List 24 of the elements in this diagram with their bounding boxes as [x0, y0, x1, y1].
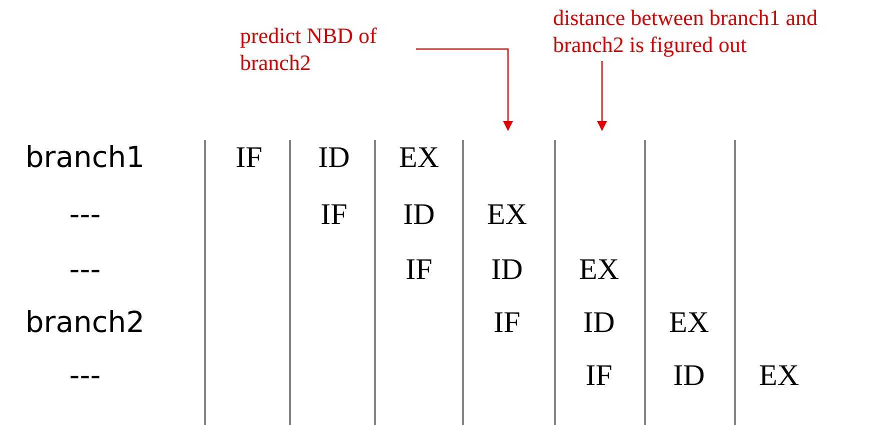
- annotation-text: distance between branch1 and branch2 is figured out: [553, 4, 873, 58]
- pipeline-stage: IF: [320, 198, 348, 232]
- pipeline-stage: IF: [492, 306, 522, 340]
- instruction-label: branch2: [24, 305, 146, 339]
- pipeline-stage: EX: [668, 306, 710, 340]
- pipeline-stage: EX: [398, 141, 440, 175]
- instruction-label: ---: [68, 358, 102, 392]
- pipeline-stage: IF: [584, 359, 614, 393]
- pipeline-stage: IF: [234, 141, 264, 175]
- annotation-text: predict NBD of branch2: [240, 22, 410, 76]
- instruction-label: ---: [68, 197, 102, 231]
- instruction-label: ---: [68, 252, 102, 286]
- pipeline-stage: EX: [486, 198, 528, 232]
- leader-arrow: [416, 48, 513, 131]
- pipeline-stage: ID: [672, 359, 706, 393]
- pipeline-stage: ID: [317, 141, 351, 175]
- pipeline-stage: EX: [578, 253, 620, 287]
- pipeline-stage: EX: [758, 359, 800, 393]
- pipeline-stage: ID: [402, 198, 436, 232]
- pipeline-stage: IF: [404, 253, 434, 287]
- leader-arrow: [597, 61, 607, 131]
- pipeline-stage: ID: [582, 306, 616, 340]
- pipeline-stage: ID: [490, 253, 524, 287]
- instruction-label: branch1: [24, 140, 146, 174]
